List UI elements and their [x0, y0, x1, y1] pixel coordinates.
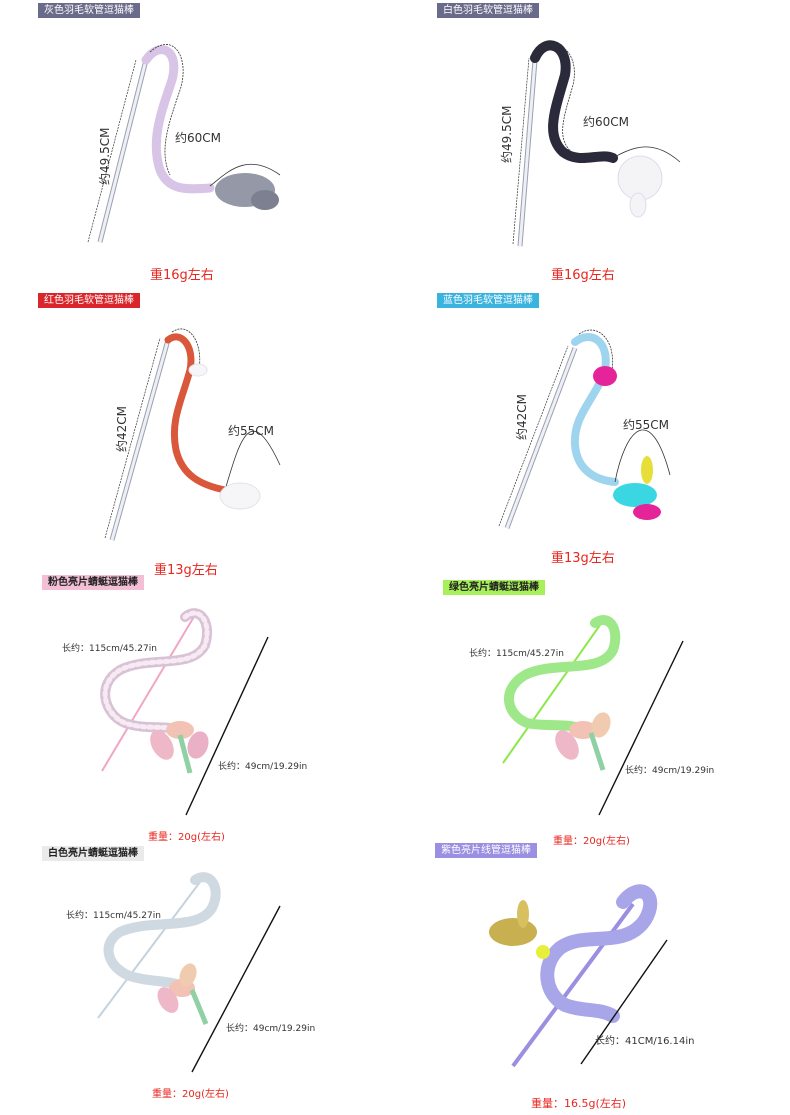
tube-length-label: 约60CM — [583, 115, 630, 129]
product-tag: 白色亮片蜻蜓逗猫棒 — [42, 846, 144, 861]
weight-label: 重量：20g(左右) — [152, 1089, 229, 1100]
product-tag: 粉色亮片蜻蜓逗猫棒 — [42, 575, 144, 590]
product-tag: 蓝色羽毛软管逗猫棒 — [437, 293, 539, 308]
tube-length-label: 约55CM — [228, 424, 275, 438]
product-tag: 白色羽毛软管逗猫棒 — [437, 3, 539, 18]
product-image — [87, 44, 281, 243]
weight-label: 重13g左右 — [154, 563, 218, 578]
weight-label: 重16g左右 — [551, 268, 615, 283]
product-card-purple-tube: 紫色亮片线管逗猫棒 长约：41CM/16.14in 重量：16.5g(左右) — [395, 840, 790, 1115]
product-card-gray-feather: 灰色羽毛软管逗猫棒 约49.5CM 约60CM 重16g左右 — [0, 0, 395, 290]
length-label: 长约：49cm/19.29in — [218, 762, 308, 772]
product-image — [502, 615, 684, 816]
length-label: 长约：49cm/19.29in — [226, 1024, 316, 1034]
tube-length-label: 长约：115cm/45.27in — [62, 644, 157, 654]
tube-length-label: 长约：115cm/45.27in — [469, 649, 564, 659]
product-card-white-dragonfly: 白色亮片蜻蜓逗猫棒 长约：115cm/45.27in 长约：49cm/19.29… — [0, 840, 395, 1115]
weight-label: 重13g左右 — [551, 551, 615, 566]
length-label: 约42CM — [115, 405, 129, 452]
weight-label: 重16g左右 — [150, 268, 214, 283]
product-card-red-feather: 红色羽毛软管逗猫棒 约42CM 约55CM 重13g左右 — [0, 290, 395, 578]
product-image — [100, 608, 269, 816]
product-tag: 红色羽毛软管逗猫棒 — [38, 293, 140, 308]
product-card-white-feather: 白色羽毛软管逗猫棒 约49.5CM 约60CM 重16g左右 — [395, 0, 790, 290]
product-tag: 紫色亮片线管逗猫棒 — [435, 843, 537, 858]
weight-label: 重量：20g(左右) — [148, 832, 225, 843]
product-card-green-dragonfly: 绿色亮片蜻蜓逗猫棒 长约：115cm/45.27in 长约：49cm/19.29… — [395, 575, 790, 847]
product-image — [104, 328, 281, 541]
product-image — [489, 884, 668, 1068]
length-label: 约42CM — [515, 393, 529, 440]
length-label: 长约：41CM/16.14in — [595, 1036, 695, 1047]
weight-label: 重量：16.5g(左右) — [531, 1097, 627, 1110]
weight-label: 重量：20g(左右) — [553, 836, 630, 847]
length-label: 长约：49cm/19.29in — [625, 766, 715, 776]
length-label: 约49.5CM — [98, 127, 112, 185]
tube-length-label: 约55CM — [623, 418, 670, 432]
product-card-blue-feather: 蓝色羽毛软管逗猫棒 约42CM 约55CM 重13g左右 — [395, 290, 790, 575]
tube-length-label: 约60CM — [175, 131, 222, 145]
product-image — [97, 872, 281, 1073]
length-label: 约49.5CM — [500, 105, 514, 163]
tube-length-label: 长约：115cm/45.27in — [66, 911, 161, 921]
product-image — [498, 329, 671, 529]
product-card-pink-dragonfly: 粉色亮片蜻蜓逗猫棒 长约：115cm/45.27in 长约：49cm/19.29… — [0, 575, 395, 843]
product-tag: 绿色亮片蜻蜓逗猫棒 — [443, 580, 545, 595]
product-image — [512, 40, 681, 247]
product-tag: 灰色羽毛软管逗猫棒 — [38, 3, 140, 18]
